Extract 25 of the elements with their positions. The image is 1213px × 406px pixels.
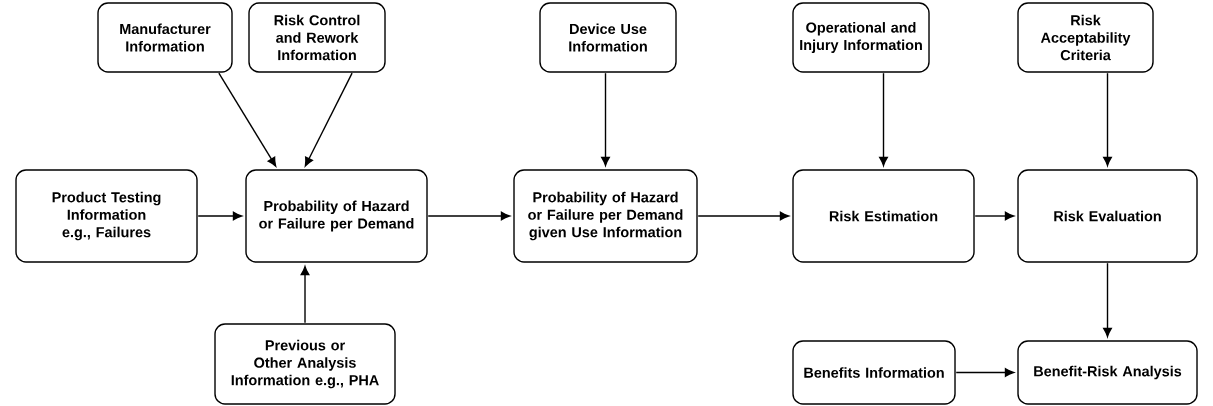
arrow [974,211,1015,221]
process-box: Previous or Other Analysis Information e.g., PHA [214,323,396,405]
arrow [427,211,511,221]
process-box: Probability of Hazard or Failure per Demand given Use Information [513,169,698,263]
arrow [218,72,277,167]
arrow [601,72,610,167]
process-box: Benefit-Risk Analysis [1017,340,1198,405]
arrow [879,72,888,167]
process-box: Device Use Information [539,2,677,73]
process-box: Benefits Information [792,340,956,405]
process-box: Probability of Hazard or Failure per Demand [245,169,428,263]
process-box: Risk Control and Rework Information [248,2,386,73]
arrow [1103,262,1112,338]
process-box: Operational and Injury Information [792,2,930,73]
process-box: Risk Acceptability Criteria [1017,2,1154,73]
arrow [1103,72,1112,167]
arrow [304,72,353,167]
process-box: Product Testing Information e.g., Failures [15,169,198,263]
process-box: Risk Evaluation [1017,169,1198,263]
process-box: Risk Estimation [792,169,975,263]
arrow [197,211,243,221]
arrow [697,211,790,221]
arrow [300,265,310,324]
process-box: Manufacturer Information [97,2,233,73]
arrow [955,368,1015,377]
